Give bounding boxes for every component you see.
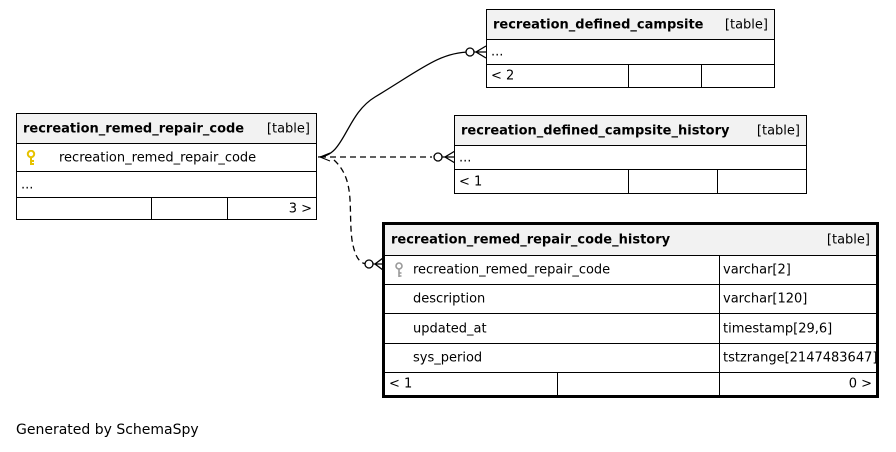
column-row[interactable]: recreation_remed_repair_code <box>17 144 316 172</box>
table-recreation-remed-repair-code[interactable]: recreation_remed_repair_code [table] rec… <box>16 113 317 220</box>
table-name: recreation_remed_repair_code <box>23 121 245 136</box>
table-name: recreation_defined_campsite_history <box>461 123 730 138</box>
table-footer: < 1 <box>455 170 806 193</box>
table-recreation-defined-campsite[interactable]: recreation_defined_campsite [table] ... … <box>486 9 775 88</box>
parents-count[interactable]: < 2 <box>491 68 515 84</box>
column-row[interactable]: updated_at timestamp[29,6] <box>385 314 876 344</box>
column-row[interactable]: recreation_remed_repair_code varchar[2] <box>385 256 876 285</box>
column-name: description <box>413 291 486 307</box>
table-footer: < 1 0 > <box>385 373 876 395</box>
more-columns: ... <box>459 150 472 165</box>
crowfoot-campsite-history <box>433 150 456 164</box>
column-name: recreation_remed_repair_code <box>59 150 257 165</box>
more-columns-row: ... <box>17 172 316 198</box>
edge-remed-to-remed-history <box>333 159 367 265</box>
foreign-key-icon <box>395 262 403 277</box>
table-name: recreation_defined_campsite <box>493 17 704 32</box>
primary-key-icon <box>26 149 36 165</box>
table-recreation-remed-repair-code-history[interactable]: recreation_remed_repair_code_history [ta… <box>382 222 879 398</box>
edge-remed-to-campsite <box>317 51 471 158</box>
parents-count[interactable]: < 1 <box>389 376 413 392</box>
children-count[interactable]: 0 > <box>848 376 872 392</box>
crowfoot-remed-history <box>364 257 384 271</box>
table-footer: 3 > <box>17 198 316 219</box>
children-count[interactable]: 3 > <box>288 201 312 216</box>
table-name: recreation_remed_repair_code_history <box>391 232 671 248</box>
column-type: varchar[2] <box>723 262 791 278</box>
table-header: recreation_remed_repair_code [table] <box>17 114 316 144</box>
table-type: [table] <box>826 232 870 248</box>
edge-source-arrow <box>318 152 331 162</box>
table-footer: < 2 <box>487 65 774 87</box>
table-type: [table] <box>724 17 768 32</box>
table-type: [table] <box>266 121 310 136</box>
column-row[interactable]: sys_period tstzrange[2147483647] <box>385 344 876 373</box>
column-type: tstzrange[2147483647] <box>723 350 876 366</box>
column-type: varchar[120] <box>723 291 808 307</box>
generated-by-label: Generated by SchemaSpy <box>16 422 199 438</box>
more-columns-row: ... <box>487 40 774 65</box>
column-name: sys_period <box>413 350 483 366</box>
more-columns: ... <box>491 44 504 60</box>
table-type: [table] <box>756 123 800 138</box>
table-recreation-defined-campsite-history[interactable]: recreation_defined_campsite_history [tab… <box>454 115 807 194</box>
table-header: recreation_defined_campsite [table] <box>487 10 774 40</box>
table-header: recreation_remed_repair_code_history [ta… <box>385 225 876 256</box>
column-name: updated_at <box>413 321 487 336</box>
column-type: timestamp[29,6] <box>723 321 833 336</box>
table-header: recreation_defined_campsite_history [tab… <box>455 116 806 146</box>
column-name: recreation_remed_repair_code <box>413 262 611 278</box>
more-columns-row: ... <box>455 146 806 170</box>
crowfoot-campsite <box>465 45 487 59</box>
parents-count[interactable]: < 1 <box>459 174 483 189</box>
more-columns: ... <box>21 177 34 192</box>
column-row[interactable]: description varchar[120] <box>385 285 876 314</box>
